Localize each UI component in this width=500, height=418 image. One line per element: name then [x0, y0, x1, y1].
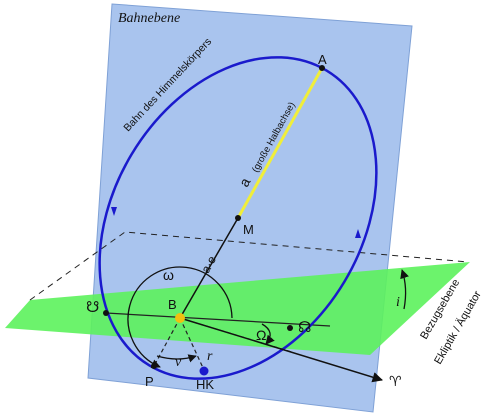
true-anomaly-arc — [156, 354, 197, 363]
long-asc-node-label: Ω — [256, 327, 266, 343]
inclination-arc — [400, 269, 409, 310]
point-center — [235, 215, 241, 221]
orbit-direction-arrow-right — [355, 229, 361, 238]
body-label: HK — [196, 377, 214, 392]
point-body — [199, 366, 209, 376]
point-ascending-node — [287, 325, 293, 331]
periapsis-line — [153, 317, 181, 367]
orbit-ellipse — [98, 56, 378, 380]
radius-line — [179, 317, 205, 371]
radius-label: r — [207, 349, 213, 364]
eccentric-distance-line — [179, 217, 239, 319]
descending-node-label: ☋ — [86, 299, 99, 316]
point-descending-node — [103, 310, 109, 316]
major-axis — [236, 67, 324, 219]
arg-periapsis-arc — [127, 266, 233, 369]
focus-label: B — [168, 297, 177, 312]
point-periapsis — [151, 363, 157, 369]
arg-periapsis-label: ω — [163, 267, 174, 283]
reference-plane — [5, 262, 470, 355]
apoapsis-label: A — [318, 52, 327, 67]
periapsis-label: P — [145, 374, 154, 389]
vernal-equinox-direction — [179, 317, 384, 383]
point-focus — [175, 313, 185, 323]
orbit-direction-arrow-left — [111, 207, 117, 216]
line-of-nodes — [105, 312, 331, 327]
long-asc-node-arc — [261, 323, 275, 345]
point-apoapsis — [319, 65, 325, 71]
reference-plane-back-edge — [29, 231, 469, 301]
inclination-label: i — [396, 295, 400, 310]
center-label: M — [243, 222, 254, 237]
vernal-equinox-label: ♈ — [389, 373, 402, 389]
true-anomaly-label: ν — [175, 355, 182, 370]
orbital-plane-label: Bahnebene — [118, 11, 180, 26]
ascending-node-label: ☊ — [298, 319, 311, 336]
